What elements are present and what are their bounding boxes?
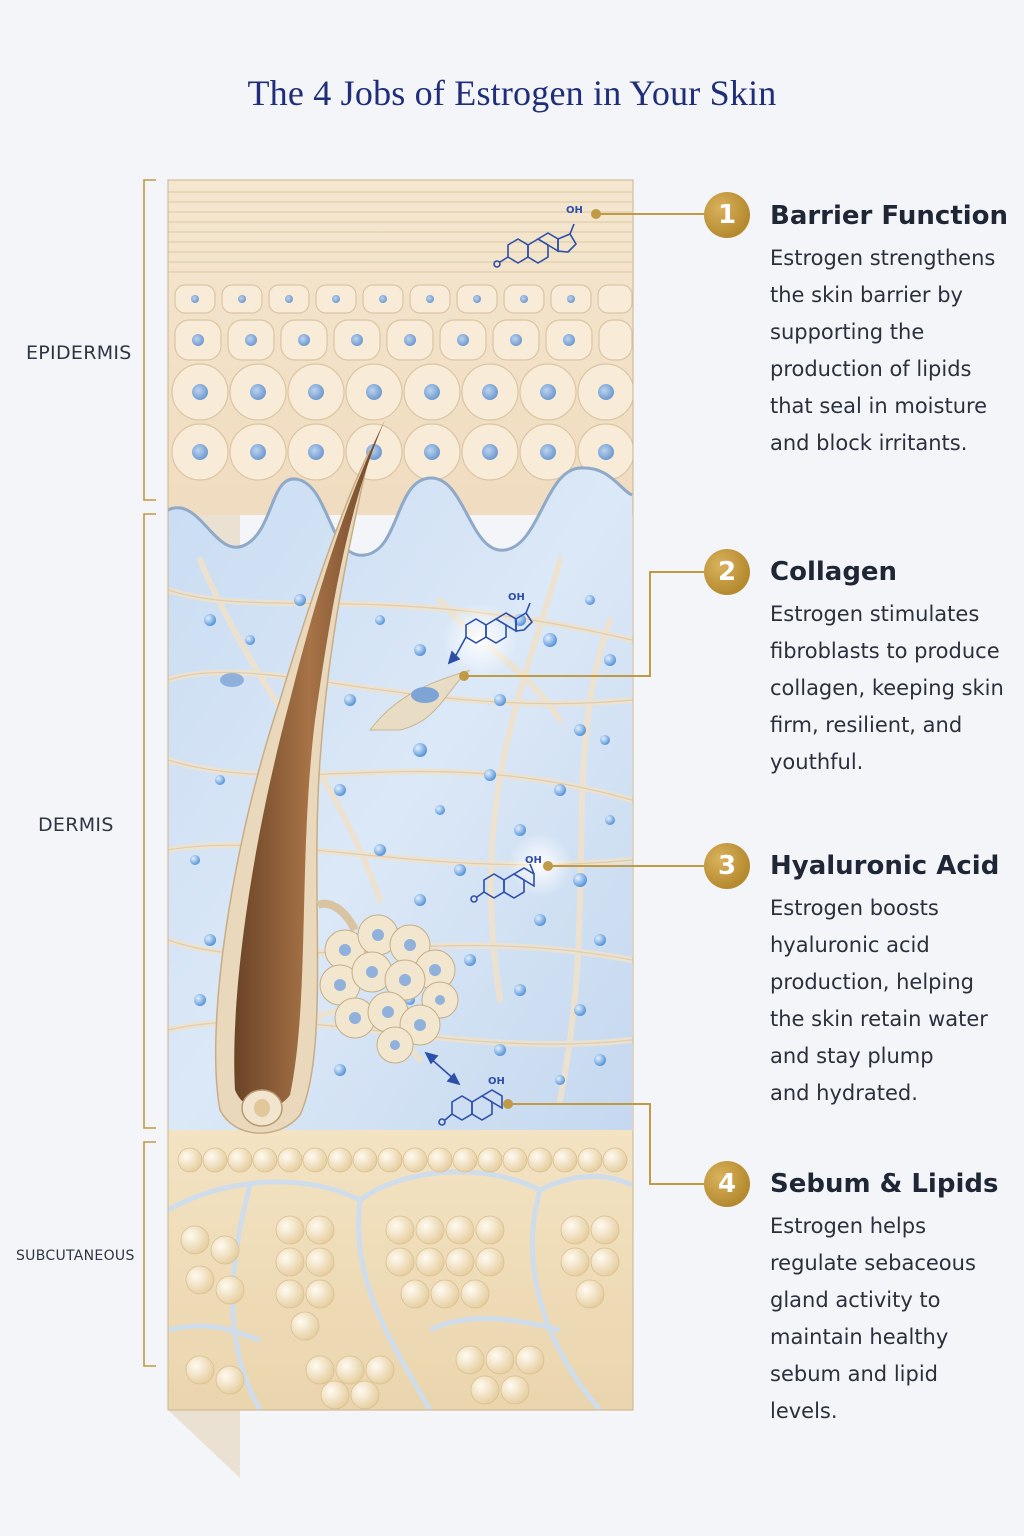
molecule-label-1: OH (566, 205, 583, 216)
item-line: Estrogen boosts (770, 896, 939, 920)
item-line: levels. (770, 1399, 838, 1423)
estrogen-molecule-1 (493, 223, 578, 268)
item-description: Estrogen stimulates fibroblasts to produ… (770, 596, 1015, 781)
item-line: regulate sebaceous (770, 1251, 976, 1275)
item-hyaluronic-acid: Hyaluronic Acid Estrogen boosts hyaluron… (770, 850, 1015, 1112)
item-sebum-lipids: Sebum & Lipids Estrogen helps regulate s… (770, 1168, 1015, 1430)
estrogen-molecule-4 (424, 1051, 503, 1126)
molecule-label-4: OH (488, 1076, 505, 1087)
badge-1: 1 (704, 192, 750, 238)
item-barrier-function: Barrier Function Estrogen strengthens th… (770, 200, 1015, 462)
item-line: youthful. (770, 750, 864, 774)
callout-lines (464, 213, 704, 1185)
item-line: maintain healthy (770, 1325, 949, 1349)
adipocytes (177, 1147, 628, 1410)
epidermal-cells (171, 284, 633, 481)
layer-brackets (143, 179, 156, 1367)
layer-label-subcutaneous: SUBCUTANEOUS (16, 1248, 135, 1264)
item-description: Estrogen helps regulate sebaceous gland … (770, 1208, 1015, 1430)
hyaluronic-molecules (190, 594, 616, 1085)
item-line: and stay plump (770, 1044, 934, 1068)
hair-shaft (234, 420, 385, 1110)
item-line: supporting the (770, 320, 925, 344)
item-line: firm, resilient, and (770, 713, 963, 737)
estrogen-molecule-2 (447, 602, 534, 665)
block-outline (167, 179, 634, 1411)
badge-4: 4 (704, 1161, 750, 1207)
item-line: Estrogen helps (770, 1214, 927, 1238)
item-line: hyaluronic acid (770, 933, 930, 957)
badge-3: 3 (704, 843, 750, 889)
item-title: Collagen (770, 557, 898, 587)
item-line: production, helping (770, 970, 974, 994)
molecule-label-2: OH (508, 592, 525, 603)
fat-lobule-septa (168, 1169, 633, 1410)
item-line: Estrogen stimulates (770, 602, 980, 626)
item-title: Barrier Function (770, 201, 1009, 231)
item-collagen: Collagen Estrogen stimulates fibroblasts… (770, 556, 1015, 781)
item-line: gland activity to (770, 1288, 941, 1312)
item-line: Estrogen strengthens (770, 246, 996, 270)
item-line: the skin barrier by (770, 283, 963, 307)
layer-label-dermis: DERMIS (38, 814, 114, 836)
item-line: collagen, keeping skin (770, 676, 1004, 700)
sebaceous-gland (316, 899, 459, 1064)
item-line: production of lipids (770, 357, 972, 381)
item-line: that seal in moisture (770, 394, 988, 418)
callout-dots (459, 209, 601, 1109)
estrogen-molecule-3 (470, 863, 535, 903)
item-line: and block irritants. (770, 431, 968, 455)
badge-2: 2 (704, 549, 750, 595)
stratum-corneum (168, 191, 632, 273)
item-line: fibroblasts to produce (770, 639, 1000, 663)
page-title: The 4 Jobs of Estrogen in Your Skin (247, 73, 777, 113)
item-description: Estrogen boosts hyaluronic acid producti… (770, 890, 1015, 1112)
item-line: and hydrated. (770, 1081, 918, 1105)
item-title: Hyaluronic Acid (770, 851, 1000, 881)
layer-label-epidermis: EPIDERMIS (26, 342, 132, 364)
item-title: Sebum & Lipids (770, 1169, 999, 1199)
item-line: the skin retain water (770, 1007, 988, 1031)
molecule-label-3: OH (525, 855, 542, 866)
item-line: sebum and lipid (770, 1362, 938, 1386)
fibroblast-cell (220, 669, 471, 731)
item-description: Estrogen strengthens the skin barrier by… (770, 240, 1015, 462)
